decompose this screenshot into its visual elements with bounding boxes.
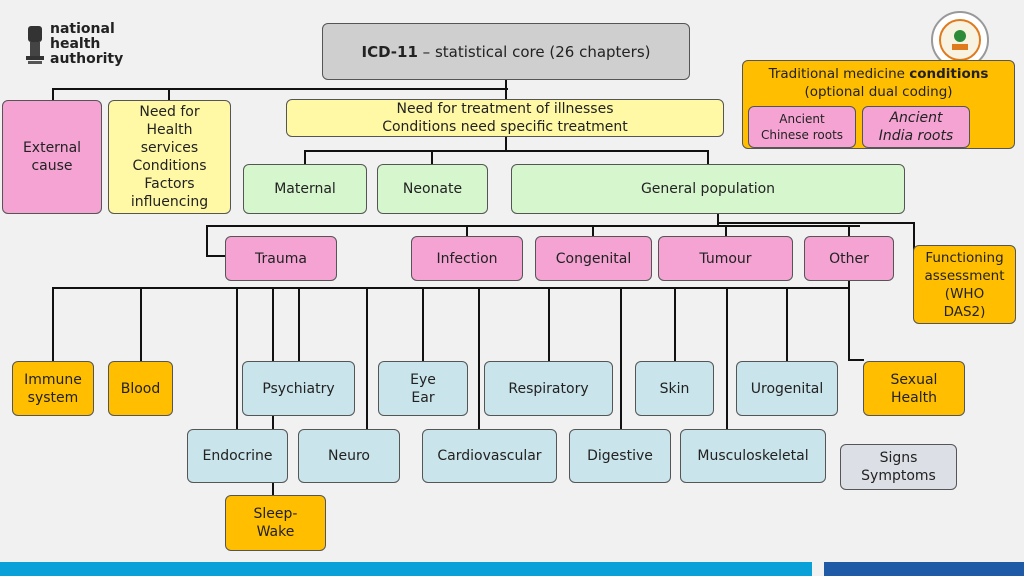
psychiatry-node: Psychiatry bbox=[242, 361, 355, 416]
skin-node: Skin bbox=[635, 361, 714, 416]
ancient-chinese-roots-node: Ancient Chinese roots bbox=[748, 106, 856, 148]
traditional-title: Traditional medicine bbox=[768, 66, 910, 82]
root-label-bold: ICD-11 bbox=[361, 42, 418, 61]
footer-bar-secondary bbox=[824, 562, 1024, 576]
treatment-need-node: Need for treatment of illnesses Conditio… bbox=[286, 99, 724, 137]
neuro-node: Neuro bbox=[298, 429, 400, 483]
trauma-node: Trauma bbox=[225, 236, 337, 281]
tumour-node: Tumour bbox=[658, 236, 793, 281]
functioning-assessment-node: Functioning assessment (WHO DAS2) bbox=[913, 245, 1016, 324]
nha-logo-text: national health authority bbox=[50, 21, 124, 67]
general-population-node: General population bbox=[511, 164, 905, 214]
external-cause-node: External cause bbox=[2, 100, 102, 214]
eye-ear-node: Eye Ear bbox=[378, 361, 468, 416]
blood-node: Blood bbox=[108, 361, 173, 416]
immune-system-node: Immune system bbox=[12, 361, 94, 416]
cardiovascular-node: Cardiovascular bbox=[422, 429, 557, 483]
traditional-subtitle: (optional dual coding) bbox=[804, 84, 953, 100]
footer-bar-primary bbox=[0, 562, 812, 576]
other-node: Other bbox=[804, 236, 894, 281]
national-emblem-icon bbox=[26, 26, 44, 64]
root-label-rest: – statistical core (26 chapters) bbox=[417, 42, 651, 61]
icd11-root-node: ICD-11 – statistical core (26 chapters) bbox=[322, 23, 690, 80]
endocrine-node: Endocrine bbox=[187, 429, 288, 483]
digestive-node: Digestive bbox=[569, 429, 671, 483]
musculoskeletal-node: Musculoskeletal bbox=[680, 429, 826, 483]
ayushman-seal-icon bbox=[931, 11, 989, 69]
sexual-health-node: Sexual Health bbox=[863, 361, 965, 416]
neonate-node: Neonate bbox=[377, 164, 488, 214]
signs-symptoms-node: Signs Symptoms bbox=[840, 444, 957, 490]
health-services-node: Need for Health services Conditions Fact… bbox=[108, 100, 231, 214]
congenital-node: Congenital bbox=[535, 236, 652, 281]
sleep-wake-node: Sleep- Wake bbox=[225, 495, 326, 551]
maternal-node: Maternal bbox=[243, 164, 367, 214]
infection-node: Infection bbox=[411, 236, 523, 281]
respiratory-node: Respiratory bbox=[484, 361, 613, 416]
urogenital-node: Urogenital bbox=[736, 361, 838, 416]
ancient-india-roots-node: Ancient India roots bbox=[862, 106, 970, 148]
traditional-title-bold: conditions bbox=[909, 66, 989, 82]
